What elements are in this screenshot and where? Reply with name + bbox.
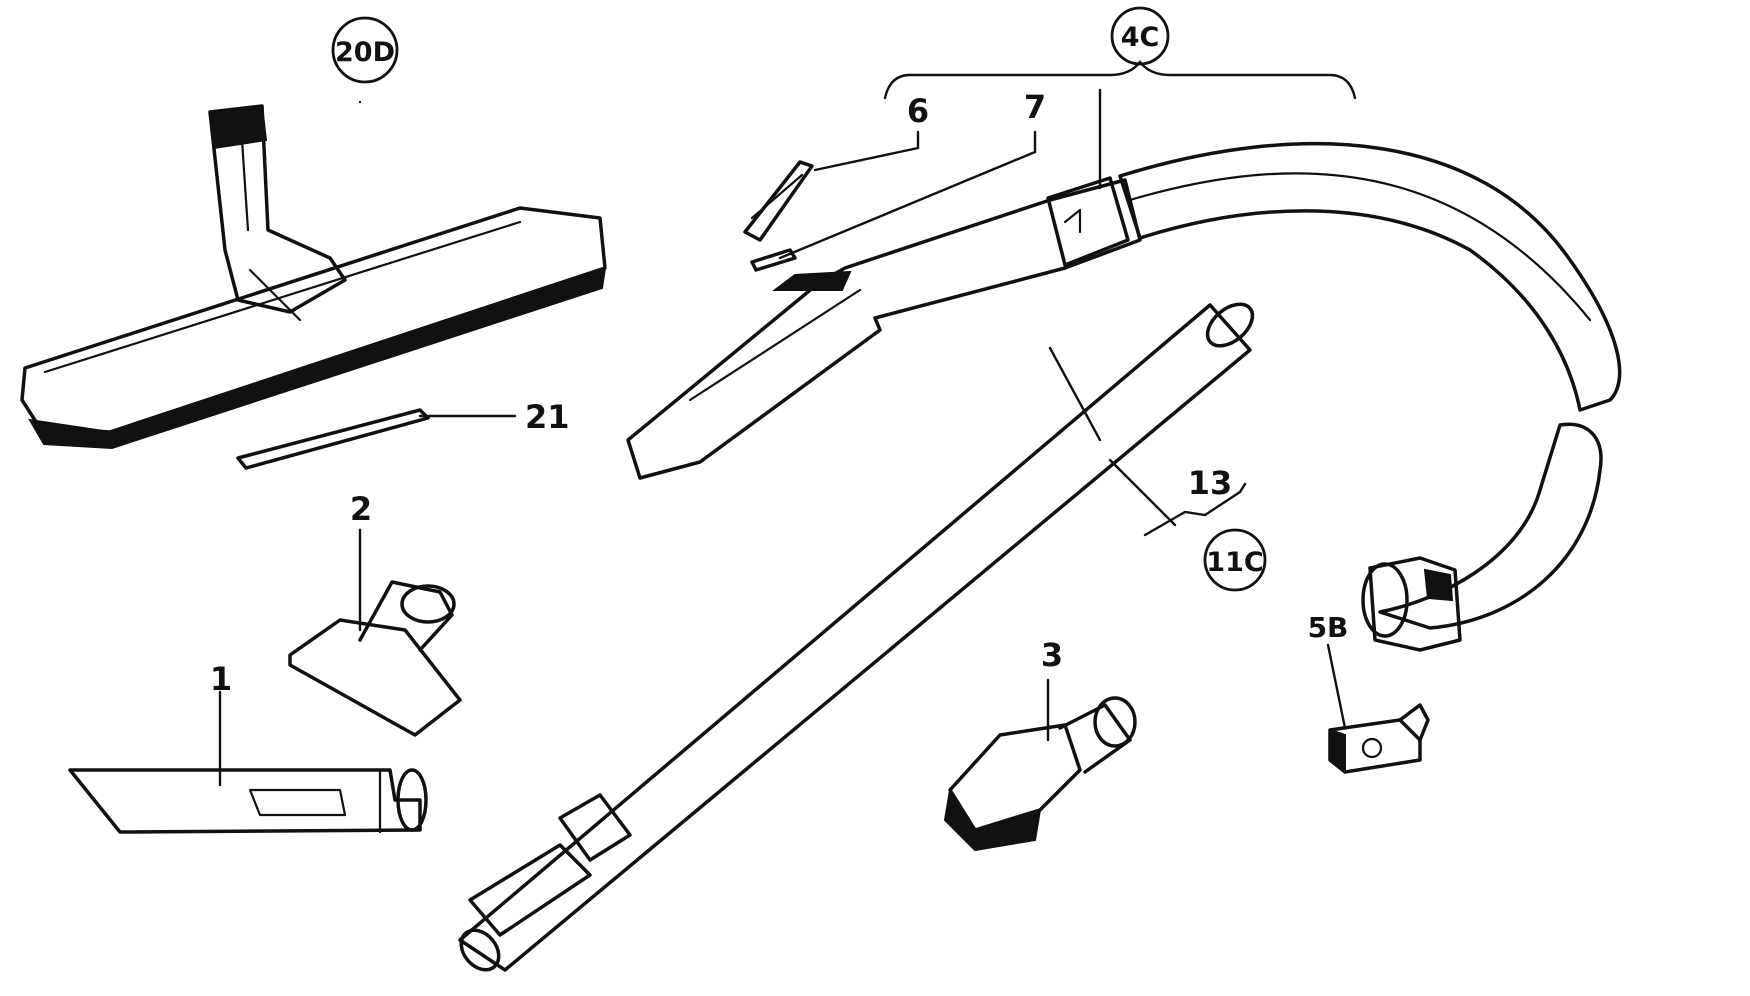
part-label-3: 3 [1041, 636, 1063, 674]
part-label-20d: 20D [335, 37, 395, 68]
part-label-21: 21 [525, 398, 570, 436]
part-label-1: 1 [210, 660, 232, 698]
extension-wand-part [458, 302, 1255, 972]
part-label-13: 13 [1188, 464, 1233, 502]
crevice-tool-part [68, 768, 428, 834]
dusting-brush-part [943, 696, 1137, 852]
part-label-7: 7 [1024, 88, 1046, 126]
part-label-5b: 5B [1308, 611, 1349, 644]
part-label-2: 2 [350, 490, 372, 528]
hose-assembly-part [626, 142, 1622, 652]
hose-clip-part [1328, 703, 1430, 775]
squeegee-strip-part [236, 408, 430, 470]
spring-clip-part [750, 248, 797, 272]
callout-circle-4c [1110, 6, 1170, 66]
part-label-6: 6 [907, 92, 929, 130]
upholstery-tool-part [288, 580, 462, 737]
swivel-clip-part [743, 160, 814, 242]
part-label-11c: 11C [1206, 547, 1263, 578]
callout-circle-20d [331, 16, 399, 84]
callout-circle-11c [1203, 528, 1267, 592]
part-label-4c: 4C [1121, 22, 1160, 53]
floor-tool-part [20, 104, 607, 450]
